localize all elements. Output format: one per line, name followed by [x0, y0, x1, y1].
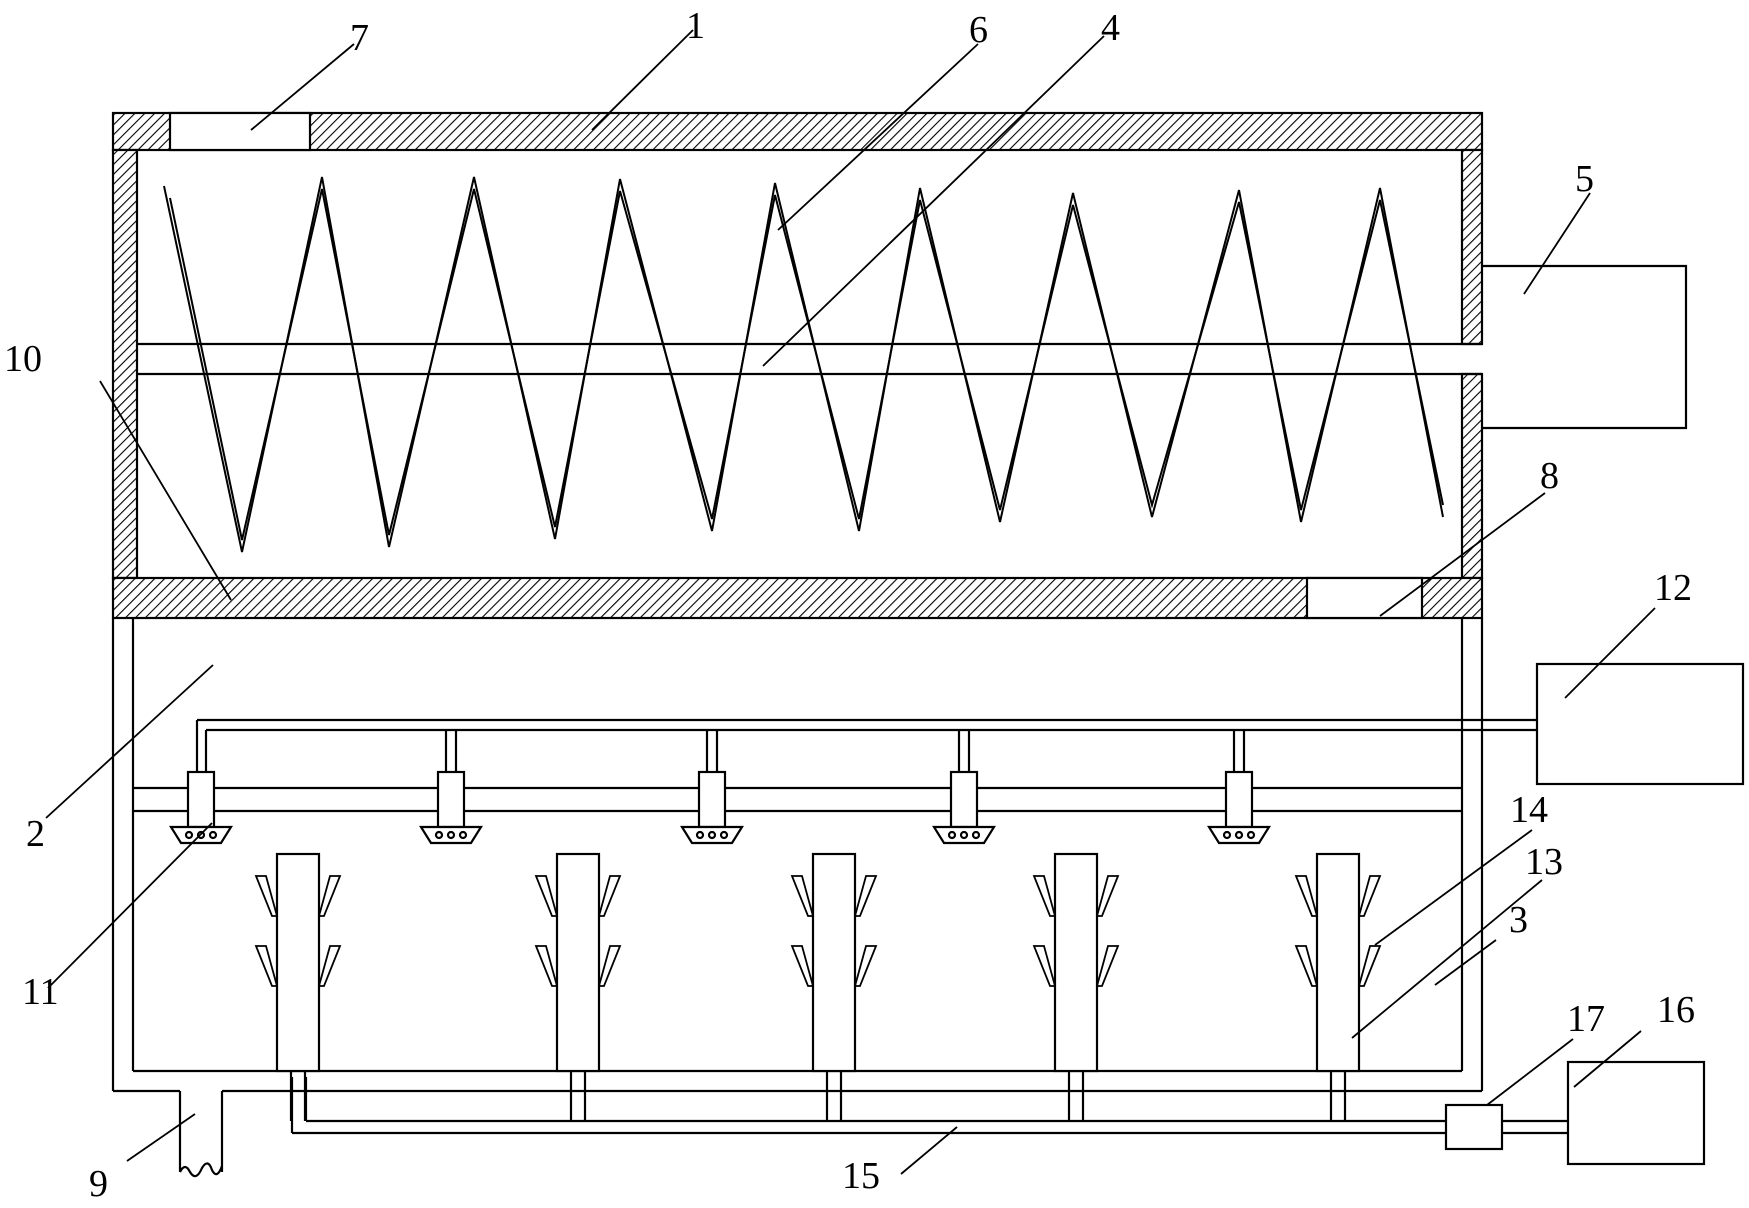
feed-inlet	[168, 111, 312, 152]
label-4: 4	[1101, 7, 1120, 49]
label-3: 3	[1509, 899, 1528, 941]
air-pipe	[290, 1077, 1568, 1135]
label-13: 13	[1525, 841, 1563, 883]
label-1: 1	[686, 5, 705, 47]
spray-nozzle	[169, 770, 233, 845]
spray-nozzle	[419, 730, 483, 845]
label-8: 8	[1540, 455, 1559, 497]
helical-blade	[163, 176, 1444, 553]
spray-supply-pipe	[195, 718, 1537, 772]
rotating-shaft	[137, 342, 1482, 376]
leader-lines	[45, 29, 1656, 1175]
label-7: 7	[350, 17, 369, 59]
cleaning-column	[790, 852, 878, 1121]
label-2: 2	[26, 813, 45, 855]
cleaning-column	[534, 852, 622, 1121]
cleaning-column	[1294, 852, 1382, 1121]
label-10: 10	[4, 338, 42, 380]
label-11: 11	[22, 971, 59, 1013]
spray-nozzles	[169, 730, 1271, 845]
label-5: 5	[1575, 158, 1594, 200]
label-17: 17	[1567, 998, 1605, 1040]
label-16: 16	[1657, 989, 1695, 1031]
label-14: 14	[1510, 789, 1548, 831]
label-12: 12	[1654, 567, 1692, 609]
label-6: 6	[969, 9, 988, 51]
spray-nozzle	[932, 730, 996, 845]
spray-nozzle	[1207, 730, 1271, 845]
label-9: 9	[89, 1163, 108, 1203]
label-15: 15	[842, 1155, 880, 1197]
cleaning-column	[1032, 852, 1120, 1121]
partition-plate	[111, 576, 1484, 620]
callout-labels: 1 2 3 4 5 6 7 8 9 10 11 12 13 14 15 16 1…	[4, 5, 1695, 1205]
lower-chamber	[111, 618, 1484, 1093]
spray-pump	[1535, 662, 1745, 786]
spray-nozzle	[680, 730, 744, 845]
air-pump	[1566, 1060, 1706, 1166]
drive-motor	[1482, 264, 1688, 430]
upper-housing	[111, 111, 1484, 620]
cleaning-columns	[254, 852, 1382, 1121]
cleaning-column	[254, 852, 342, 1121]
nozzle-support-beam	[133, 786, 1462, 813]
control-valve	[1444, 1103, 1504, 1151]
drain-pipe	[178, 1091, 224, 1178]
